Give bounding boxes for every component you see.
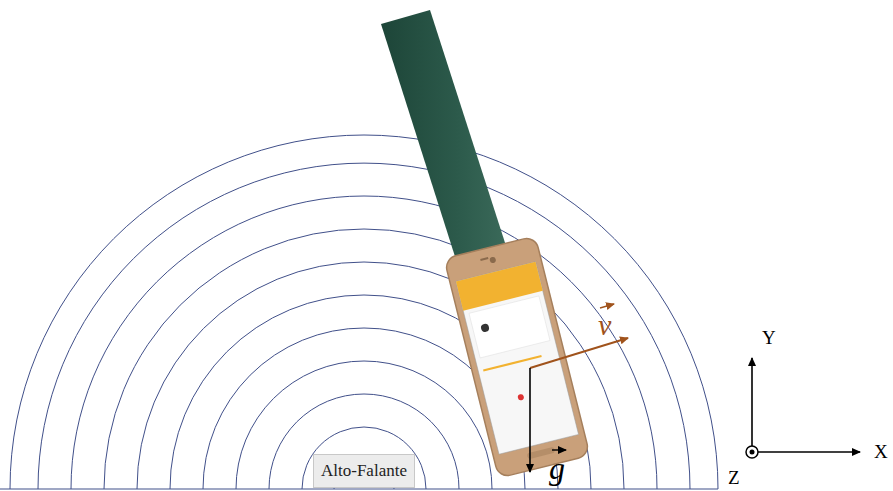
axis-label: Z <box>728 468 740 487</box>
wave-front <box>269 394 459 489</box>
velocity-label: v <box>598 310 611 340</box>
gravity-vector <box>529 368 531 472</box>
gravity-label: g <box>549 452 565 484</box>
wave-front <box>236 361 492 489</box>
axis-label: X <box>874 442 888 461</box>
wave-front <box>10 135 718 489</box>
axis-label: Y <box>762 328 776 347</box>
wave-front <box>38 163 690 489</box>
vector-accent <box>552 449 566 450</box>
velocity-vector <box>530 338 628 368</box>
y-axis <box>751 358 753 446</box>
speaker-box: Alto-Falante <box>313 454 415 488</box>
sound-waves <box>10 135 718 489</box>
wave-front <box>302 427 426 489</box>
vector-accent <box>600 304 614 308</box>
z-axis-dot <box>750 450 755 455</box>
baseline <box>0 488 718 489</box>
x-axis <box>758 451 860 453</box>
wave-front <box>104 229 624 489</box>
stick <box>381 10 508 266</box>
speaker-label: Alto-Falante <box>321 461 407 481</box>
z-axis <box>746 446 758 458</box>
wave-front <box>71 196 657 489</box>
